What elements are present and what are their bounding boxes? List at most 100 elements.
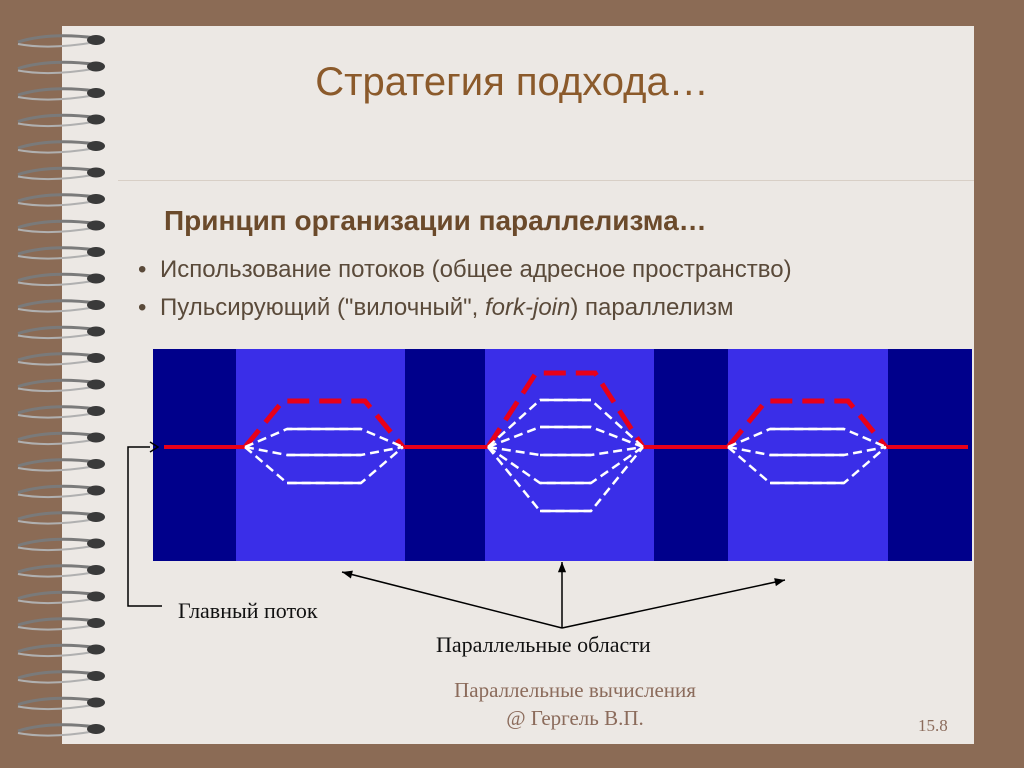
bullet-text: Использование потоков (общее адресное пр… (160, 256, 792, 283)
spiral-ring (17, 723, 105, 737)
spiral-hole (87, 114, 105, 125)
page-number: 15.8 (918, 716, 948, 735)
bullet-text-suffix: ) параллелизм (570, 294, 734, 321)
spiral-ring (17, 140, 105, 154)
bullet-list: • Использование потоков (общее адресное п… (138, 253, 792, 329)
fork-join-group (485, 370, 646, 513)
fork-join-group (243, 398, 405, 485)
spiral-hole (87, 141, 105, 151)
bullet-dot: • (138, 294, 147, 321)
slide-title: Стратегия подхода… (315, 60, 709, 104)
arrow-head (342, 570, 353, 579)
parallel-region-pointer (341, 571, 563, 629)
spiral-wire (17, 378, 97, 388)
spiral-wire-shadow (17, 597, 97, 605)
spiral-wire-shadow (17, 359, 97, 366)
arrow-head (557, 562, 567, 573)
master-thread-branch (726, 398, 888, 449)
spiral-ring (17, 60, 105, 75)
spiral-hole (87, 512, 105, 522)
spiral-wire-shadow (17, 200, 97, 207)
spiral-ring (17, 34, 105, 48)
spiral-hole (87, 35, 105, 45)
spiral-hole (87, 326, 105, 337)
spiral-wire (17, 113, 97, 123)
spiral-ring (17, 378, 105, 393)
bullet-dot: • (138, 256, 147, 283)
spiral-hole (87, 697, 105, 708)
spiral-wire (17, 325, 97, 335)
arrow-head (149, 441, 160, 453)
spiral-hole (87, 406, 105, 416)
spiral-wire (17, 564, 97, 574)
spiral-hole (87, 88, 105, 98)
spiral-hole (87, 379, 105, 390)
spiral-wire (17, 272, 97, 282)
spiral-ring (17, 193, 105, 207)
spiral-wire-shadow (17, 332, 97, 340)
spiral-wire-shadow (17, 703, 97, 711)
spiral-ring (17, 617, 105, 631)
spiral-wire-shadow (17, 173, 97, 181)
spiral-hole (87, 220, 105, 231)
spiral-wire-shadow (17, 518, 97, 525)
spiral-ring (17, 325, 105, 340)
worker-thread-branch (727, 427, 887, 449)
spiral-wire-shadow (17, 385, 97, 393)
spiral-wire-shadow (17, 491, 97, 499)
spiral-wire (17, 166, 97, 176)
spiral-wire (17, 590, 97, 600)
spiral-wire-shadow (17, 730, 97, 737)
spiral-wire (17, 34, 97, 44)
master-thread-branch (243, 398, 405, 449)
slide-subtitle: Принцип организации параллелизма… (164, 205, 707, 236)
arrow-head (774, 578, 785, 587)
spiral-wire-shadow (17, 624, 97, 631)
spiral-wire (17, 458, 97, 468)
spiral-wire-shadow (17, 253, 97, 260)
parallel-region-pointer (561, 579, 786, 629)
spiral-ring (17, 458, 105, 472)
spiral-wire-shadow (17, 438, 97, 446)
spiral-ring (17, 431, 105, 446)
spiral-ring (17, 113, 105, 128)
fork-join-group (726, 398, 888, 485)
spiral-hole (87, 644, 105, 655)
spiral-ring (17, 299, 105, 313)
worker-thread-branch (487, 446, 644, 513)
spiral-ring (17, 537, 105, 552)
spiral-ring (17, 405, 105, 419)
spiral-hole (87, 167, 105, 178)
spiral-ring (17, 87, 105, 101)
annotation-arrows (127, 441, 786, 629)
bullet-text-prefix: Пульсирующий ("вилочный", (160, 294, 485, 321)
spiral-binding (17, 34, 105, 737)
spiral-wire-shadow (17, 67, 97, 75)
spiral-hole (87, 61, 105, 72)
master-thread-branch (485, 370, 646, 449)
footer-author: @ Гергель В.П. (506, 706, 644, 730)
spiral-ring (17, 272, 105, 287)
spiral-wire (17, 696, 97, 706)
worker-thread-branch (244, 445, 404, 457)
spiral-hole (87, 671, 105, 681)
main-thread-label: Главный поток (178, 598, 318, 623)
spiral-wire-shadow (17, 412, 97, 419)
spiral-hole (87, 432, 105, 443)
spiral-wire-shadow (17, 120, 97, 128)
spiral-hole (87, 273, 105, 284)
worker-thread-branch (487, 425, 644, 449)
spiral-hole (87, 565, 105, 575)
spiral-wire (17, 537, 97, 547)
spiral-wire (17, 643, 97, 653)
spiral-wire-shadow (17, 279, 97, 287)
spiral-wire (17, 87, 97, 97)
spiral-wire-shadow (17, 650, 97, 658)
spiral-wire-shadow (17, 465, 97, 472)
spiral-wire (17, 484, 97, 494)
footer: Параллельные вычисления @ Гергель В.П. (420, 676, 730, 732)
title-divider (118, 180, 974, 181)
spiral-wire (17, 405, 97, 415)
spiral-hole (87, 194, 105, 204)
spiral-hole (87, 591, 105, 602)
